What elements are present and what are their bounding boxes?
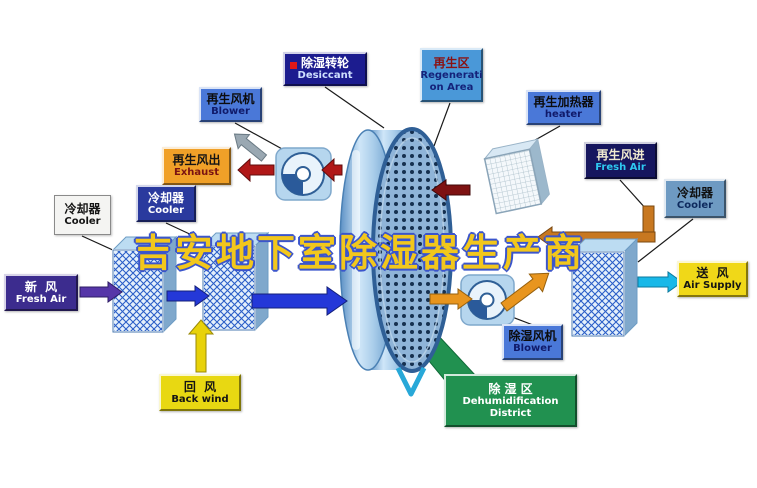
heater-mesh-face (483, 148, 543, 215)
label-text-zh: 再生风进 (596, 147, 645, 162)
label-text-en: District (489, 407, 532, 419)
arrow-return-air-up (187, 319, 215, 373)
label-regeneration-area: 再生区 Regenerati on Area (420, 48, 483, 102)
regen-heater-unit (483, 138, 550, 215)
label-text-en: Regenerati (420, 70, 483, 82)
label-text-zh: 再生风机 (206, 91, 255, 106)
arrow-regen-exhaust-1 (321, 157, 343, 183)
arrow-shape (500, 272, 550, 312)
watermark-text: 吉安地下室除湿器生产商 (134, 231, 586, 275)
label-text-zh: 再生风出 (172, 153, 221, 168)
label-text-en: heater (544, 108, 583, 120)
red-indicator-dot (290, 62, 297, 69)
connector-line (637, 218, 694, 263)
desiccant-rotor-wheel (339, 127, 453, 397)
heat-exchanger-supply (570, 237, 639, 338)
label-text-en: Dehumidification (462, 395, 559, 407)
label-text-en: Cooler (64, 216, 101, 228)
connector-lines (81, 86, 694, 326)
label-cooler-left-inner: 冷却器 Cooler (136, 185, 196, 222)
label-dehumidification-district: 除 湿 区 Dehumidification District (444, 374, 577, 427)
arrow-to-supply-exchanger (500, 272, 550, 312)
label-fresh-air-inlet: 新 风 Fresh Air (4, 274, 78, 311)
connector-line (324, 86, 385, 129)
label-desiccant-wheel: 除湿转轮 Desiccant (283, 52, 367, 86)
label-dehum-blower: 除湿风机 Blower (502, 324, 563, 360)
label-text-zh: 送 风 (696, 266, 729, 281)
arrow-fresh-air-in (79, 281, 123, 303)
label-cooler-left-outer: 冷却器 Cooler (54, 195, 111, 235)
rotor-face (371, 127, 453, 373)
arrow-process-out (429, 288, 473, 310)
label-text-zh: 再生加热器 (533, 94, 594, 109)
label-text-zh: 新 风 (24, 279, 58, 294)
label-text-en: Cooler (676, 199, 714, 211)
connector-line (433, 102, 451, 147)
exchanger-frame (202, 245, 256, 331)
label-back-wind: 回 风 Back wind (159, 374, 241, 411)
label-text-zh: 冷却器 (676, 185, 713, 200)
label-text-en: Air Supply (683, 280, 742, 292)
regen-blower-fan-icon (275, 147, 332, 201)
label-text-en: Blower (513, 343, 552, 355)
arrow-process-1 (166, 285, 210, 307)
label-text-en: Blower (211, 105, 250, 117)
label-text-en: Fresh Air (15, 293, 67, 305)
label-text-en: on Area (429, 82, 474, 94)
arrow-regen-exhaust-2 (237, 157, 275, 183)
label-regen-heater: 再生加热器 heater (526, 90, 601, 125)
label-regen-blower: 再生风机 Blower (199, 87, 262, 122)
regen-inlet-duct (642, 205, 655, 235)
rotor-drive-mark (395, 366, 427, 397)
arrow-air-supply (637, 271, 683, 293)
label-air-supply: 送 风 Air Supply (677, 261, 748, 297)
label-text-zh: 冷却器 (147, 190, 184, 205)
label-text-zh: 除 湿 区 (488, 381, 533, 396)
label-text-en: Cooler (147, 204, 185, 216)
rotor-inner-ring (379, 137, 445, 363)
arrow-regen-into-wheel (431, 179, 471, 201)
arrow-shape (233, 133, 268, 162)
label-text-en: Desiccant (297, 70, 353, 82)
label-text-en: Exhaust (174, 167, 219, 179)
arrow-exhaust-up (233, 133, 268, 162)
label-text-en: Back wind (171, 393, 229, 405)
label-text-zh: 回 风 (183, 379, 217, 394)
arrow-process-2 (251, 286, 348, 316)
label-regen-exhaust: 再生风出 Exhaust (162, 147, 231, 185)
exchanger-frame (571, 251, 625, 337)
blower-hub (295, 166, 311, 182)
label-text-en: Fresh Air (595, 161, 646, 173)
rotor-highlight (352, 150, 360, 350)
label-text-zh: 冷却器 (64, 202, 101, 217)
exchanger-side-face (623, 237, 638, 338)
label-text-zh: 再生区 (433, 56, 470, 71)
label-regen-fresh-air: 再生风进 Fresh Air (584, 142, 657, 179)
label-cooler-right: 冷却器 Cooler (664, 179, 726, 218)
blower-hub (479, 292, 495, 308)
label-text-zh: 除湿转轮 (300, 56, 349, 71)
label-text-zh: 除湿风机 (508, 329, 557, 344)
connector-line (619, 179, 648, 211)
